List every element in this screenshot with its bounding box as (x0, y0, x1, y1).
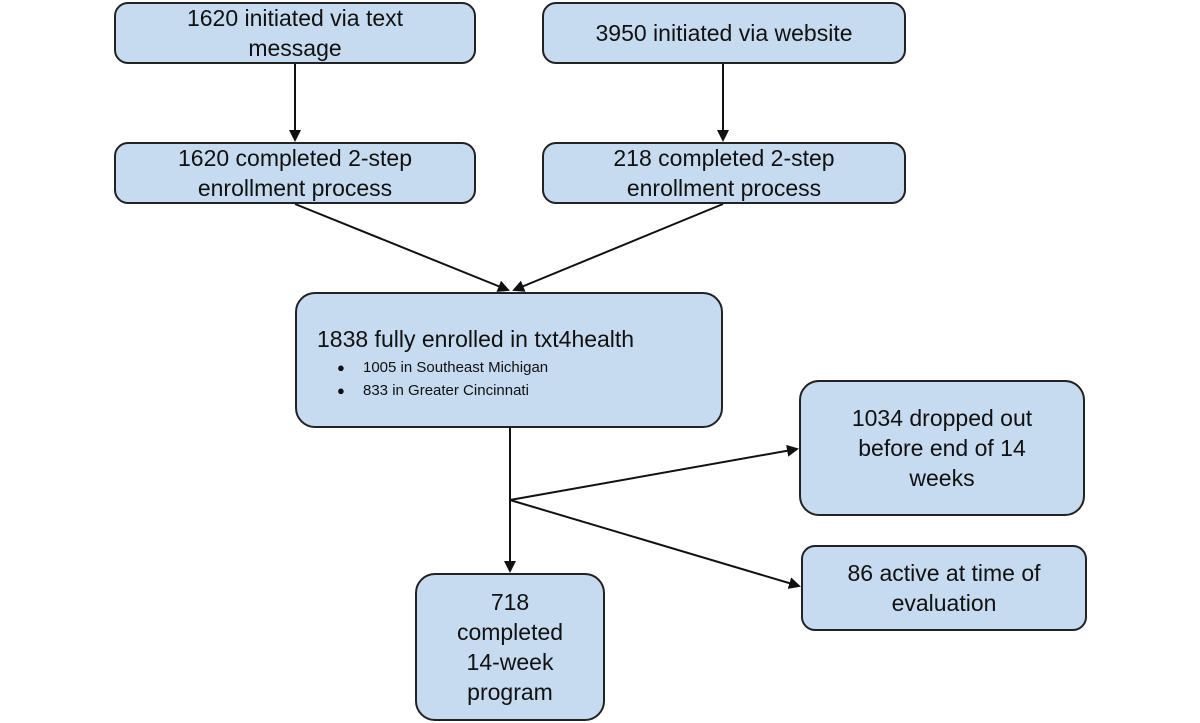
node-active-line: 86 active at time of (847, 560, 1041, 586)
node-dropped-out: 1034 dropped out before end of 14 weeks (799, 380, 1085, 516)
node-completed-program-line: 718 (490, 589, 530, 615)
enrolled-region-michigan: 1005 in Southeast Michigan (363, 359, 549, 376)
node-dropped-out-line: 1034 dropped out (851, 405, 1033, 431)
node-completed-program-line: program (467, 679, 553, 705)
node-fully-enrolled-title: 1838 fully enrolled in txt4health (317, 326, 635, 352)
arrow-to-active (509, 499, 801, 589)
node-text-completed-line: 1620 completed 2-step (178, 145, 412, 171)
node-text-initiated: 1620 initiated via text message (114, 2, 476, 64)
node-web-initiated: 3950 initiated via website (542, 2, 906, 64)
list-item: ● 833 in Greater Cincinnati (317, 379, 548, 402)
node-text-initiated-line: 1620 initiated via text (186, 5, 404, 31)
node-text-completed-line: enrollment process (197, 175, 393, 201)
enrolled-breakdown-list: ● 1005 in Southeast Michigan ● 833 in Gr… (317, 356, 548, 402)
node-active: 86 active at time of evaluation (801, 545, 1087, 631)
node-text-completed: 1620 completed 2-step enrollment process (114, 142, 476, 204)
node-dropped-out-line: before end of 14 (858, 435, 1026, 461)
node-web-completed-line: 218 completed 2-step (613, 145, 835, 171)
node-web-completed: 218 completed 2-step enrollment process (542, 142, 906, 204)
node-web-initiated-line: 3950 initiated via website (595, 20, 853, 46)
node-completed-program-line: 14-week (466, 649, 554, 675)
node-text-initiated-line: message (248, 35, 342, 61)
list-item: ● 1005 in Southeast Michigan (317, 356, 548, 379)
bullet-icon: ● (337, 383, 345, 398)
arrow-to-dropped (509, 444, 799, 501)
node-active-line: evaluation (891, 590, 997, 616)
node-fully-enrolled: 1838 fully enrolled in txt4health ● 1005… (295, 292, 723, 428)
node-web-completed-line: enrollment process (626, 175, 822, 201)
node-dropped-out-line: weeks (909, 465, 975, 491)
arrow-text-completed-to-enrolled (294, 203, 510, 292)
bullet-icon: ● (337, 360, 345, 375)
enrolled-region-cincinnati: 833 in Greater Cincinnati (363, 382, 529, 399)
node-completed-program-line: completed (456, 619, 564, 645)
node-completed-program: 718 completed 14-week program (415, 573, 605, 721)
arrow-web-completed-to-enrolled (512, 203, 724, 292)
